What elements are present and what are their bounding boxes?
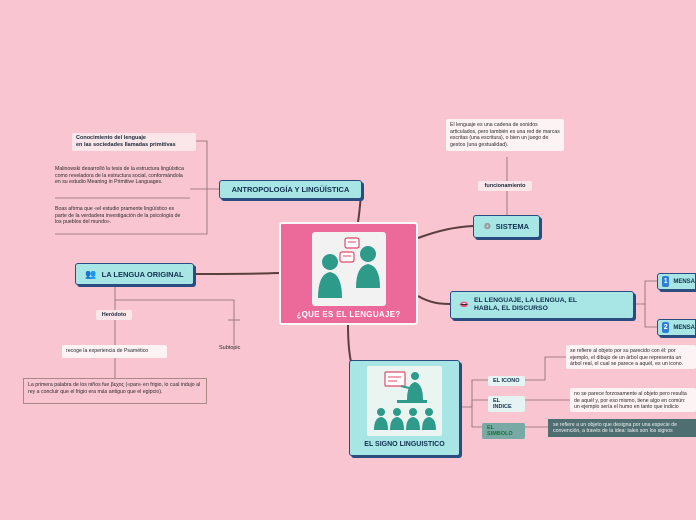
sistema-text[interactable]: El lenguaje es una cadena de sonidos art… (446, 119, 564, 152)
line-central-lengua (194, 272, 280, 275)
topic-lenguaje-habla[interactable]: 👄 EL LENGUAJE, LA LENGUA, EL HABLA, EL D… (450, 291, 634, 319)
brain-icon: ❂ (483, 222, 491, 231)
signo-title: EL SIGNO LINGUISTICO (364, 441, 445, 448)
mensaje-2[interactable]: 2 MENSA (657, 319, 696, 336)
simbolo-label[interactable]: EL SIMBOLO (482, 423, 525, 439)
subtopic-label[interactable]: Subtopic (219, 345, 241, 351)
primera-palabra-text[interactable]: La primera palabra de los niños fue βεχο… (23, 378, 207, 404)
lenguaje-habla-title: EL LENGUAJE, LA LENGUA, EL HABLA, EL DIS… (473, 297, 577, 312)
recoge-text[interactable]: recoge la experiencia de Psamético (62, 345, 167, 358)
line-central-habla (417, 295, 451, 305)
topic-signo-linguistico[interactable]: EL SIGNO LINGUISTICO (349, 360, 460, 456)
people-icon: 👥 (85, 268, 97, 279)
topic-lengua-original[interactable]: 👥 LA LENGUA ORIGINAL (75, 263, 194, 285)
line-central-signo (347, 324, 352, 363)
icono-label[interactable]: EL ICONO (488, 376, 525, 386)
mensaje-1[interactable]: 1 MENSA (657, 273, 696, 290)
antropologia-title: ANTROPOLOGÍA Y LINGÜÍSTICA (231, 185, 350, 194)
teacher-classroom-icon (367, 366, 442, 436)
antropologia-label[interactable]: Conocimiento del lenguaje en las socieda… (72, 133, 196, 151)
indice-text[interactable]: no se parece forzosamente al objeto pero… (570, 388, 696, 412)
mensaje-2-label: MENSA (673, 324, 695, 331)
sistema-title: SISTEMA (495, 222, 530, 231)
herodoto-label[interactable]: Heródoto (96, 310, 132, 320)
line-central-sistema (417, 225, 474, 239)
antropologia-text-malinowski[interactable]: Malinowski desarrolló la tesis de la est… (55, 166, 184, 186)
topic-antropologia[interactable]: ANTROPOLOGÍA Y LINGÜÍSTICA (219, 180, 362, 199)
central-topic[interactable]: ¿QUE ES EL LENGUAJE? (279, 222, 418, 325)
number-1-icon: 1 (662, 276, 670, 287)
funcionamiento-label[interactable]: funcionamiento (478, 181, 532, 191)
mensaje-1-label: MENSA (673, 278, 695, 285)
antropologia-text-boas[interactable]: Boas afirma que «el estudio pramente lin… (55, 206, 181, 226)
number-2-icon: 2 (662, 322, 670, 333)
topic-sistema[interactable]: ❂ SISTEMA (473, 215, 540, 238)
lengua-original-title: LA LENGUA ORIGINAL (101, 269, 184, 279)
indice-label[interactable]: EL INDICE (488, 396, 525, 412)
people-talking-icon (311, 232, 386, 306)
mouth-ear-icon: 👄 (459, 300, 469, 309)
simbolo-text[interactable]: se refiere a un objeto que designa por u… (548, 419, 696, 437)
central-title: ¿QUE ES EL LENGUAJE? (296, 310, 401, 319)
icono-text[interactable]: se refiere al objeto por su parecido con… (566, 345, 696, 369)
